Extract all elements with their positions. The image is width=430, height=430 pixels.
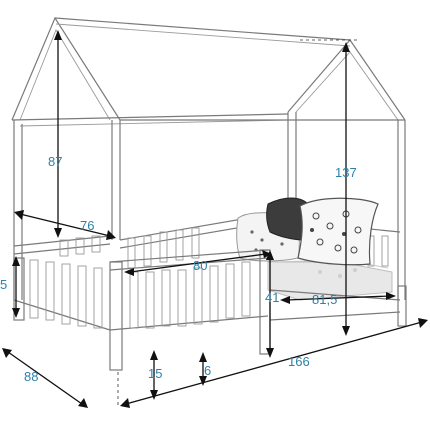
dim-roof-height: 87 <box>48 154 62 169</box>
dim-total-depth: 88 <box>24 369 38 384</box>
dim-rail-height: 41 <box>265 290 279 305</box>
dim-inner-width: 80 <box>193 258 207 273</box>
dim-roof-width: 76 <box>80 218 94 233</box>
dim-leg-height: 15 <box>148 366 162 381</box>
pillows <box>236 197 379 266</box>
dim-total-length: 166 <box>288 354 310 369</box>
dim-side-height-left: 5 <box>0 277 7 292</box>
mattress <box>267 259 393 301</box>
dim-mattress-width: 81,5 <box>312 292 337 307</box>
dim-total-height: 137 <box>335 165 357 180</box>
dimension-lines <box>2 30 428 408</box>
dim-rail-gap: 6 <box>204 363 211 378</box>
